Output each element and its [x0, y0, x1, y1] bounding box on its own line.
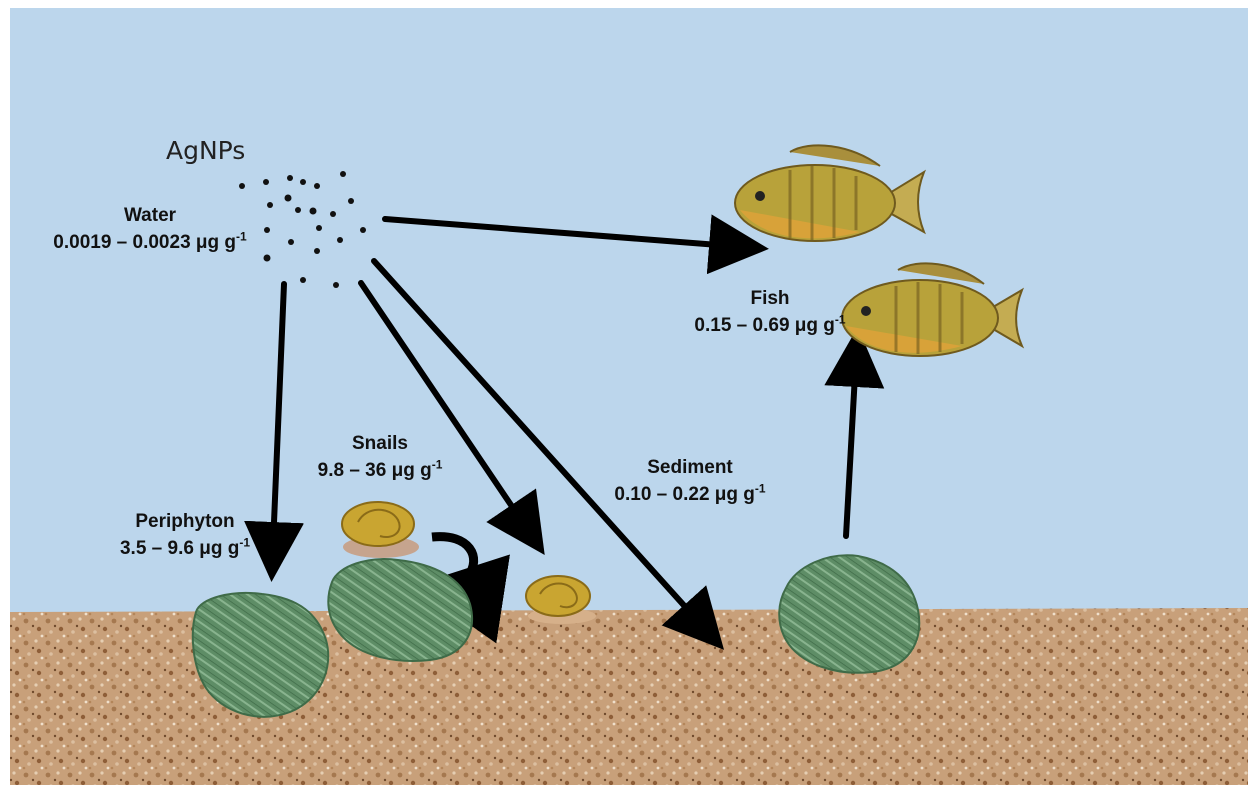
sediment-name: Sediment	[590, 454, 790, 481]
periphyton-label: Periphyton 3.5 – 9.6 μg g-1	[95, 508, 275, 562]
water-name: Water	[20, 202, 280, 229]
periphyton-rock-left	[193, 593, 328, 717]
sediment-range: 0.10 – 0.22 μg g-1	[590, 481, 790, 508]
snails-name: Snails	[290, 430, 470, 457]
snails-label: Snails 9.8 – 36 μg g-1	[290, 430, 470, 484]
fish-range: 0.15 – 0.69 μg g-1	[670, 312, 870, 339]
water-range: 0.0019 – 0.0023 μg g-1	[20, 229, 280, 256]
snail-on-rock	[342, 502, 419, 558]
periphyton-name: Periphyton	[95, 508, 275, 535]
agnps-title: AgNPs	[166, 136, 245, 165]
snails-range: 9.8 – 36 μg g-1	[290, 457, 470, 484]
fish-name: Fish	[670, 285, 870, 312]
sediment-label: Sediment 0.10 – 0.22 μg g-1	[590, 454, 790, 508]
fish-label: Fish 0.15 – 0.69 μg g-1	[670, 285, 870, 339]
periphyton-range: 3.5 – 9.6 μg g-1	[95, 535, 275, 562]
water-label: Water 0.0019 – 0.0023 μg g-1	[20, 202, 280, 256]
